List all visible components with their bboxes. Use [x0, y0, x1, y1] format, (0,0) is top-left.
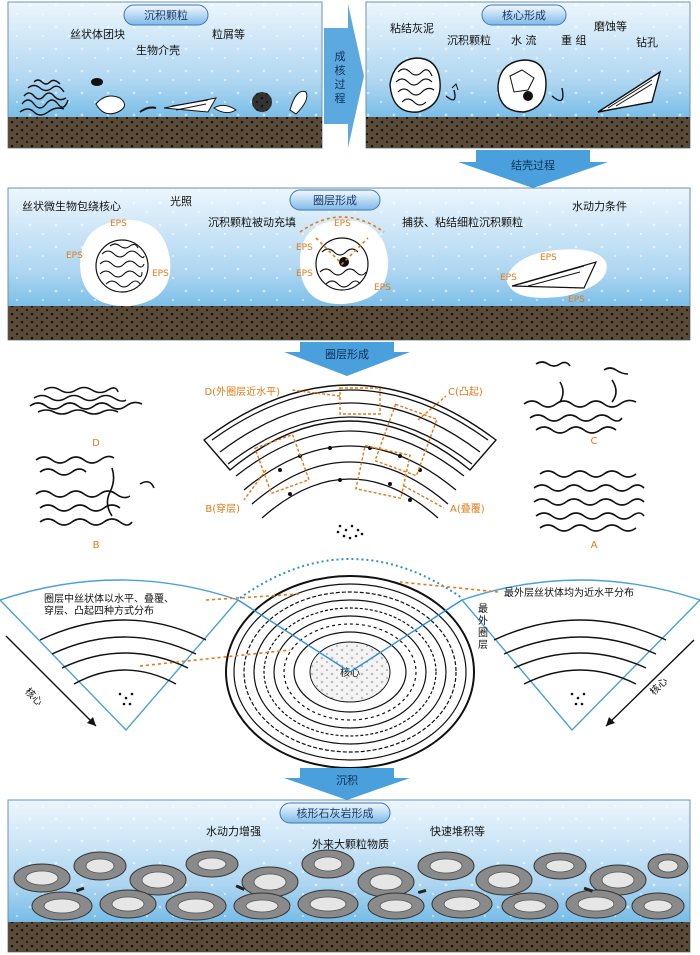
right-fan — [460, 579, 700, 732]
panel2-badge — [481, 4, 567, 26]
box-d — [339, 387, 381, 415]
pattern-a-icon — [533, 470, 645, 532]
arrow2-shape — [458, 150, 608, 188]
annot-b: B(穿层) — [205, 502, 240, 515]
pattern-c-icon — [523, 361, 637, 434]
eps-label-2a: EPS — [334, 219, 351, 229]
letter-c: C — [591, 436, 598, 447]
arrow-crust: 结壳过程 — [458, 150, 608, 188]
eps-label-1b: EPS — [66, 251, 83, 261]
bivalve-icon — [289, 90, 308, 115]
panel-oncolite-formation: 核形石灰岩形成 水动力增强 外来大颗粒物质 快速堆积等 — [7, 799, 691, 953]
arrow1-text-1: 核 — [335, 63, 346, 77]
fan-cross-section — [202, 384, 498, 540]
small-shell-icon — [91, 78, 103, 86]
arrow4-shape — [284, 768, 410, 800]
arrow-nucleation: 成 核 过 程 — [324, 4, 364, 148]
box-c — [374, 403, 438, 477]
arrow3-text: 圈层形成 — [325, 348, 369, 361]
right-vert-2: 圈 — [478, 627, 488, 639]
right-axis-label: 核心 — [647, 674, 670, 697]
arrow3-shape — [284, 342, 410, 376]
panel3-label-fill: 沉积颗粒被动充填 — [208, 215, 296, 229]
panel2-label-mud: 粘结灰泥 — [390, 21, 434, 35]
panel1-label-peloid: 粒屑等 — [212, 27, 245, 41]
box-a — [355, 444, 411, 500]
panel-oncoid-section: 圈层中丝状体以水平、叠覆、 穿层、凸起四种方式分布 核心 最外层丝状体均为近水平… — [0, 558, 700, 769]
left-text-2: 穿层、凸起四种方式分布 — [44, 604, 154, 617]
panel3-label-wrap: 丝状微生物包绕核心 — [22, 199, 121, 213]
arrow4-text: 沉积 — [336, 774, 358, 787]
right-text-1: 最外层丝状体均为近水平分布 — [504, 586, 634, 599]
oval-shell-icon — [213, 104, 237, 114]
panel-sediment-grains: 沉积颗粒 丝状体团块 生物介壳 粒屑等 — [7, 1, 323, 149]
panel2-label-abrasion: 磨蚀等 — [594, 19, 627, 33]
right-vert-3: 层 — [478, 639, 488, 651]
panel-layer-formation: 圈层形成 丝状微生物包绕核心 光照 沉积颗粒被动充填 捕获、粘结细粒沉积颗粒 水… — [7, 187, 691, 341]
arrow1-text-2: 过 — [335, 78, 346, 91]
pattern-b-icon — [35, 455, 155, 526]
eps-label-1a: EPS — [110, 219, 127, 229]
letter-b: B — [93, 540, 100, 551]
panel2-label-regroup: 重 组 — [561, 33, 587, 47]
left-axis-label: 核心 — [22, 685, 45, 708]
annot-d: D(外圈层近水平) — [204, 385, 280, 398]
arrow-layer: 圈层形成 — [284, 342, 410, 376]
panel6-badge-text: 核形石灰岩形成 — [297, 806, 374, 820]
panel-filament-patterns: D B C A — [29, 361, 645, 551]
eps-label-1c: EPS — [152, 269, 169, 279]
panel3-label-light: 光照 — [170, 194, 192, 208]
nucleus-cone-icon — [597, 70, 662, 113]
eps-label-3c: EPS — [568, 295, 585, 305]
arrow1-shape — [324, 4, 364, 148]
panel2-label-boring: 钻孔 — [636, 35, 658, 49]
panel2-label-flow: 水 流 — [511, 33, 537, 47]
letter-a: A — [591, 540, 598, 551]
panel3-label-trap: 捕获、粘结细粒沉积颗粒 — [402, 215, 523, 229]
curved-shell-icon — [139, 106, 157, 113]
panel3-badge — [289, 189, 381, 211]
fan-core-dots — [336, 524, 364, 540]
right-axis-arrow — [605, 639, 695, 727]
panel1-badge-text: 沉积颗粒 — [144, 8, 188, 22]
panel-nucleus-formation: 核心形成 粘结灰泥 沉积颗粒 水 流 重 组 磨蚀等 钻孔 — [365, 1, 691, 149]
annot-a: A(叠覆) — [450, 503, 485, 515]
eps-label-2d: EPS — [374, 283, 391, 293]
pattern-d-icon — [29, 386, 143, 415]
panel6-badge — [279, 802, 391, 824]
arrow1-text-3: 程 — [335, 92, 346, 105]
panel6-label-hydro: 水动力增强 — [206, 824, 261, 838]
panel3-badge-text: 圈层形成 — [313, 194, 357, 207]
panel2-label-grains: 沉积颗粒 — [447, 33, 491, 47]
eps-label-2b: EPS — [296, 243, 313, 253]
oncoid-bed — [13, 849, 689, 921]
arrow2-text: 结壳过程 — [511, 158, 555, 172]
arrow-deposition: 沉积 — [284, 768, 410, 800]
right-vert-0: 最 — [478, 603, 488, 615]
white-grain-icon — [95, 95, 125, 115]
right-vert-1: 外 — [478, 615, 488, 627]
eps-label-3a: EPS — [540, 253, 557, 263]
filament-cluster-icon — [19, 79, 69, 116]
eps-label-3b: EPS — [500, 273, 517, 283]
panel1-label-filament: 丝状体团块 — [70, 27, 125, 41]
panel1-badge — [123, 4, 209, 26]
eps-label-2c: EPS — [296, 269, 313, 279]
zoom-arc — [239, 558, 463, 599]
left-axis-arrow — [5, 635, 97, 727]
panel2-badge-text: 核心形成 — [502, 8, 546, 22]
arrow1-text-0: 成 — [335, 50, 346, 63]
panel6-label-foreign: 外来大颗粒物质 — [312, 837, 389, 851]
panel6-label-rapid: 快速堆积等 — [430, 824, 485, 838]
left-text-1: 圈层中丝状体以水平、叠覆、 — [44, 592, 174, 605]
panel1-label-shell: 生物介壳 — [136, 43, 180, 57]
panel3-label-hydro: 水动力条件 — [572, 199, 627, 213]
annot-c: C(凸起) — [448, 386, 483, 398]
letter-d: D — [92, 438, 100, 449]
